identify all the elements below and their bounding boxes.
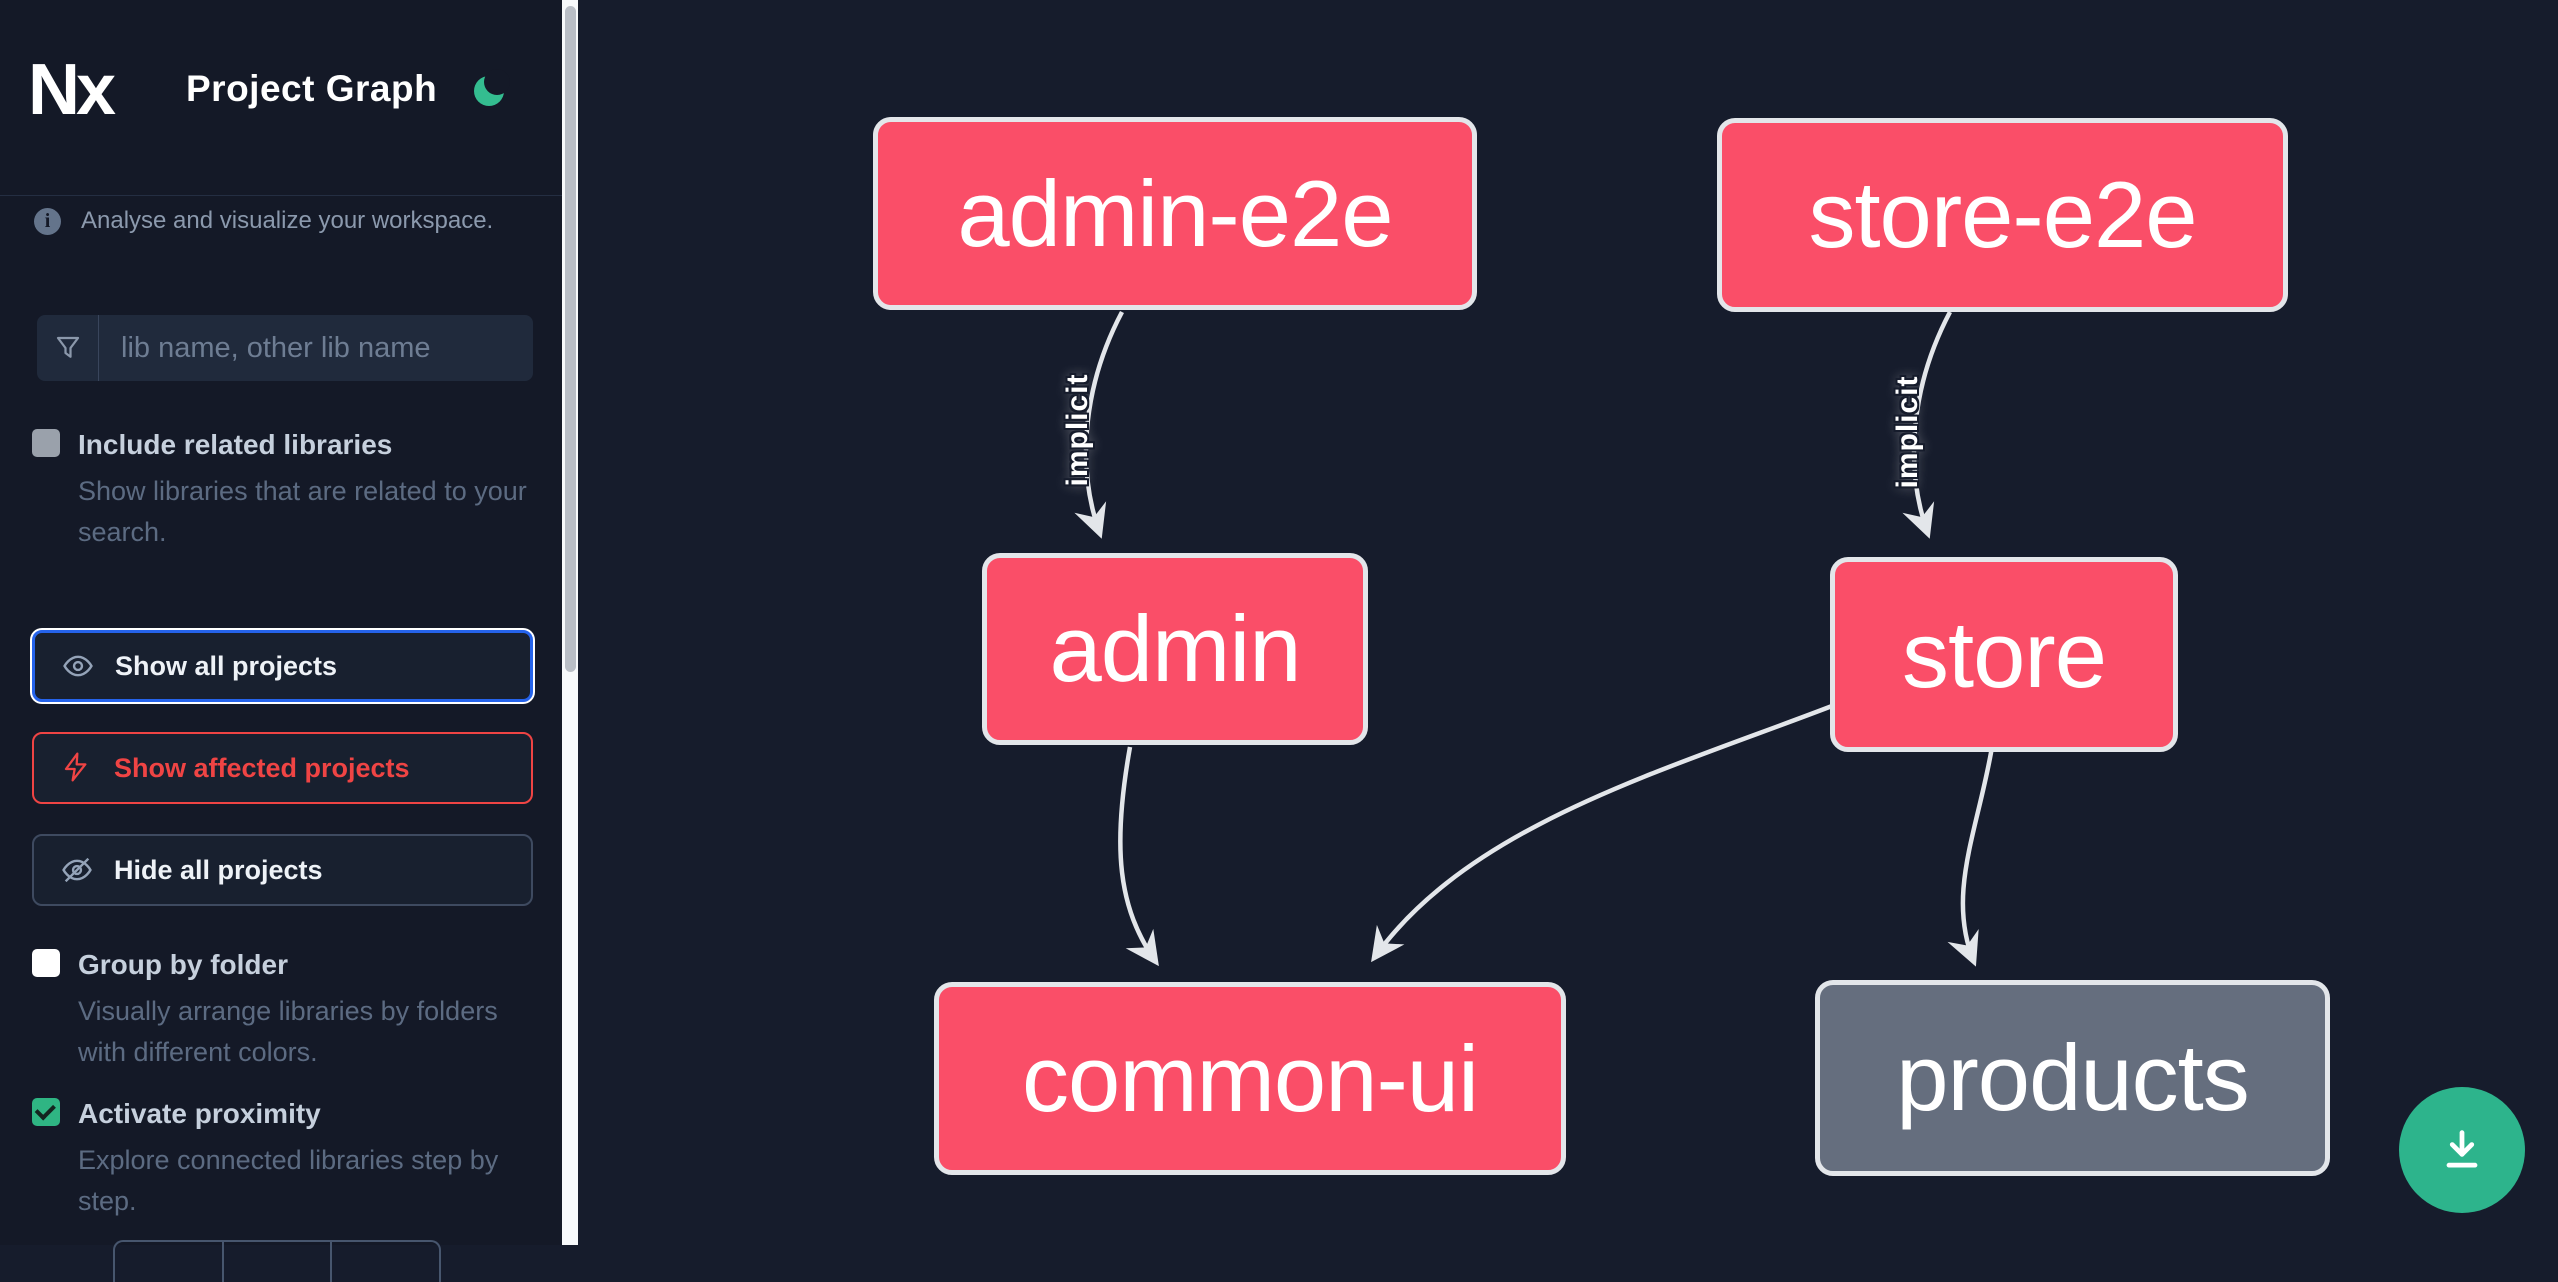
activate-proximity-label: Activate proximity	[78, 1098, 321, 1129]
node-label: common-ui	[1022, 1025, 1479, 1131]
graph-node-common-ui[interactable]: common-ui	[934, 982, 1566, 1175]
proximity-depth-segmented-control[interactable]	[113, 1240, 441, 1282]
sidebar: Nx Project Graph i Analyse and visualize…	[0, 0, 562, 1282]
edge-label-implicit: implicit	[1061, 373, 1094, 487]
show-all-projects-label: Show all projects	[115, 650, 338, 681]
filter-search-box	[37, 315, 533, 381]
sidebar-scrollbar[interactable]	[562, 0, 578, 1245]
group-by-folder-checkbox[interactable]	[32, 949, 60, 977]
node-label: products	[1896, 1025, 2250, 1130]
show-all-projects-button[interactable]: Show all projects	[32, 630, 533, 702]
segment-2[interactable]	[221, 1242, 331, 1282]
include-related-checkbox[interactable]	[32, 429, 60, 457]
activate-proximity-description: Explore connected libraries step by step…	[78, 1145, 499, 1216]
hide-all-projects-label: Hide all projects	[114, 854, 323, 885]
page-title: Project Graph	[186, 68, 438, 109]
hide-all-projects-button[interactable]: Hide all projects	[32, 834, 533, 906]
download-image-button[interactable]	[2399, 1087, 2525, 1213]
graph-node-store-e2e[interactable]: store-e2e	[1717, 118, 2288, 312]
segment-3[interactable]	[330, 1242, 439, 1282]
activate-proximity-checkbox[interactable]	[32, 1098, 60, 1126]
sidebar-header: Nx Project Graph	[0, 0, 562, 196]
download-icon	[2446, 1130, 2478, 1168]
show-affected-projects-label: Show affected projects	[114, 752, 410, 783]
graph-node-store[interactable]: store	[1830, 557, 2178, 752]
activate-proximity-option[interactable]: Activate proximity Explore connected lib…	[32, 1096, 512, 1222]
eye-slash-icon	[60, 853, 94, 887]
segment-1[interactable]	[115, 1242, 222, 1282]
eye-icon	[61, 649, 95, 683]
funnel-filter-icon	[37, 315, 99, 381]
node-label: admin	[1049, 596, 1301, 701]
include-related-description: Show libraries that are related to your …	[78, 476, 527, 547]
tagline-text: Analyse and visualize your workspace.	[81, 207, 494, 234]
moon-icon	[474, 69, 510, 106]
group-by-folder-description: Visually arrange libraries by folders wi…	[78, 996, 498, 1067]
checkmark-icon	[34, 1099, 56, 1121]
graph-node-admin-e2e[interactable]: admin-e2e	[873, 117, 1477, 310]
include-related-option[interactable]: Include related libraries Show libraries…	[32, 427, 527, 553]
include-related-label: Include related libraries	[78, 429, 393, 460]
workspace-tagline-row: i Analyse and visualize your workspace.	[34, 207, 493, 235]
group-by-folder-option[interactable]: Group by folder Visually arrange librari…	[32, 947, 512, 1073]
show-affected-projects-button[interactable]: Show affected projects	[32, 732, 533, 804]
search-input[interactable]	[99, 315, 533, 381]
nx-logo-icon: Nx	[30, 56, 120, 122]
svg-text:Nx: Nx	[30, 56, 116, 122]
graph-node-admin[interactable]: admin	[982, 553, 1368, 745]
info-icon: i	[34, 207, 61, 235]
node-label: store	[1902, 601, 2107, 707]
graph-node-products[interactable]: products	[1815, 980, 2330, 1176]
edge-label-implicit: implicit	[1891, 375, 1924, 489]
lightning-bolt-icon	[60, 751, 94, 785]
scrollbar-thumb[interactable]	[564, 6, 576, 672]
group-by-folder-label: Group by folder	[78, 949, 288, 980]
node-label: admin-e2e	[957, 160, 1393, 266]
theme-toggle-button[interactable]	[474, 69, 510, 110]
node-label: store-e2e	[1808, 162, 2197, 267]
